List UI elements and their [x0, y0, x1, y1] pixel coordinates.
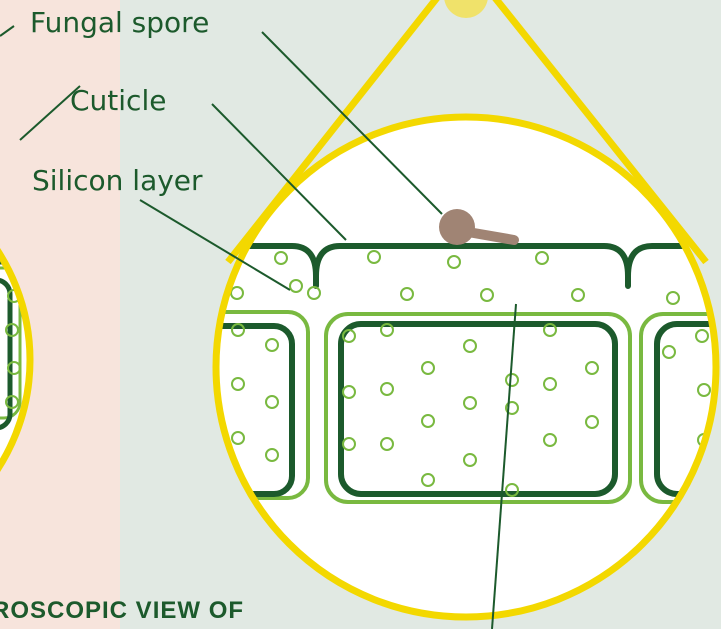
label-fungal-spore: Fungal spore — [30, 6, 209, 39]
bottom-caption: ROSCOPIC VIEW OF — [0, 597, 244, 624]
label-silicon-layer: Silicon layer — [32, 164, 203, 197]
label-cuticle: Cuticle — [70, 84, 166, 117]
